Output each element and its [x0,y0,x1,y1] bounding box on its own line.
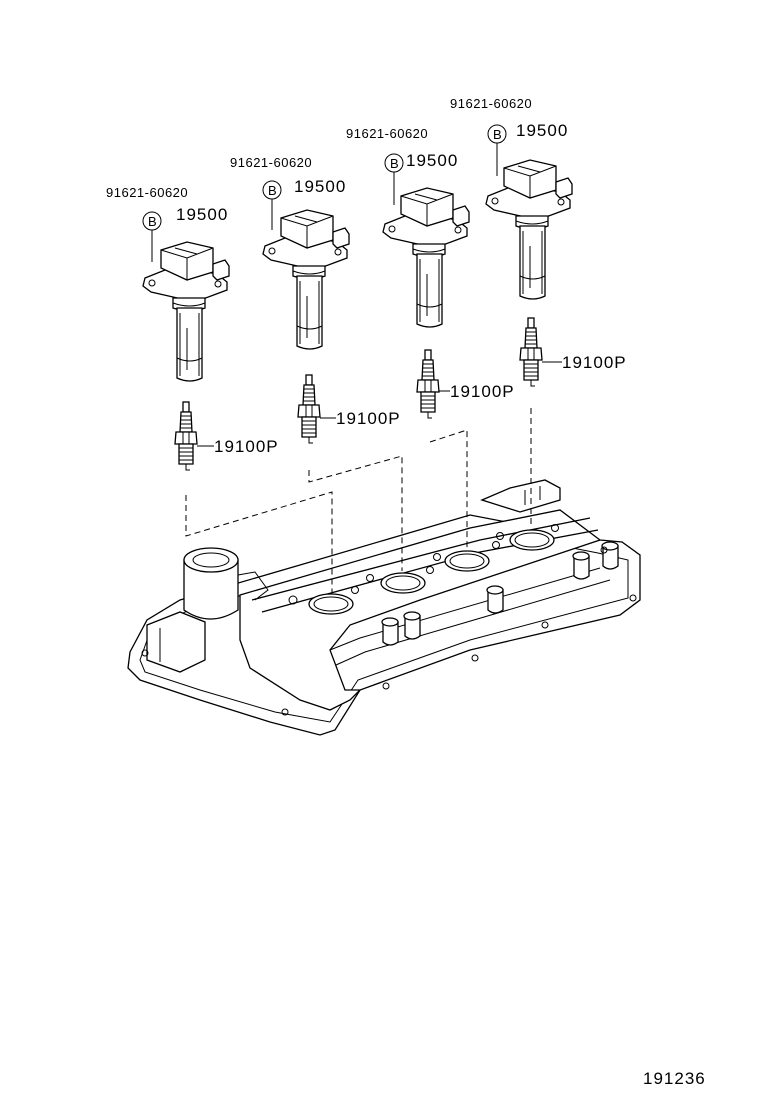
bolt-ref-circle-2 [262,180,282,200]
bolt-part-no-2: 91621-60620 [230,155,312,170]
bolt-ref-letter-3: B [390,156,399,171]
bolt-ref-letter-1: B [148,214,157,229]
coil-assembly-1: B 91621-60620 19500 19100P [106,185,279,471]
cylinder-head-cover [127,479,641,736]
spark-plug-2 [297,374,321,444]
coil-assembly-4: B 91621-60620 19500 19100P [450,96,627,387]
plug-part-no-3: 19100P [450,382,515,401]
spark-plug-1 [174,401,198,471]
ignition-coil-1 [142,241,230,382]
illustration-number: 191236 [643,1069,706,1088]
bolt-ref-letter-2: B [268,183,277,198]
bolt-part-no-3: 91621-60620 [346,126,428,141]
coil-part-no-4: 19500 [516,121,568,140]
bolt-ref-circle-3 [384,153,404,173]
bolt-ref-letter-4: B [493,127,502,142]
plug-part-no-4: 19100P [562,353,627,372]
coil-part-no-3: 19500 [406,151,458,170]
plug-part-no-2: 19100P [336,409,401,428]
bolt-ref-circle-1 [142,211,162,231]
spark-plug-4 [519,317,543,387]
coil-assembly-3: B 91621-60620 19500 19100P [346,126,515,419]
bolt-ref-circle-4 [487,124,507,144]
cover-bosses [381,541,619,646]
bolt-part-no-4: 91621-60620 [450,96,532,111]
alignment-lines [185,408,532,592]
spark-plug-3 [416,349,440,419]
oil-filler-neck [183,547,269,620]
coil-part-no-1: 19500 [176,205,228,224]
plug-part-no-1: 19100P [214,437,279,456]
coil-assembly-2: B 91621-60620 19500 19100P [230,155,401,444]
bolt-part-no-1: 91621-60620 [106,185,188,200]
ignition-coil-3 [382,187,470,328]
ignition-coil-4 [485,159,573,300]
ignition-coil-2 [262,209,350,350]
coil-part-no-2: 19500 [294,177,346,196]
